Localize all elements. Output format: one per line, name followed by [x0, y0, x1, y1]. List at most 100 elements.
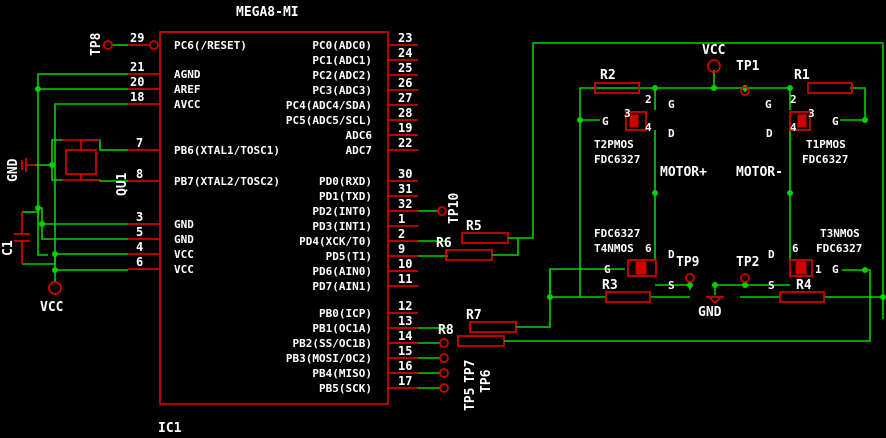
t1-name: T1PMOS: [806, 138, 846, 151]
transistor-t4: FDC6327 T4NMOS G 6 D S: [594, 227, 675, 292]
pin-label: VCC: [174, 263, 194, 276]
pin-num: 30: [398, 167, 412, 181]
t3-pin6: 6: [792, 242, 799, 255]
gnd-symbol-left: GND: [6, 158, 35, 182]
t2-value: FDC6327: [594, 153, 640, 166]
tp-point: [439, 383, 449, 393]
pin-label: PB4(MISO): [312, 367, 372, 380]
tp1-point: [740, 86, 750, 96]
pin-label: PD6(AIN0): [312, 265, 372, 278]
t3-pin1: 1: [815, 263, 822, 276]
pin-num: 6: [136, 255, 143, 269]
t1-g: G: [832, 115, 839, 128]
ic-right-pin-text: 23 PC0(ADC0) 24 PC1(ADC1) 25 PC2(ADC2) 2…: [286, 31, 413, 395]
pin-label: PB6(XTAL1/TOSC1): [174, 144, 280, 157]
pin-num: 16: [398, 359, 412, 373]
net-wire: [504, 269, 871, 342]
tp9-label: TP9: [676, 255, 699, 270]
pin-label: PB7(XTAL2/TOSC2): [174, 175, 280, 188]
pin-label: GND: [174, 218, 194, 231]
pin-num: 12: [398, 299, 412, 313]
pin-label: PC4(ADC4/SDA): [286, 99, 372, 112]
pin-label: PB0(ICP): [319, 307, 372, 320]
pin-num: 24: [398, 46, 412, 60]
resistor-r3: R3: [602, 278, 651, 303]
pin-label: PC6(/RESET): [174, 39, 247, 52]
pin-num: 9: [398, 242, 405, 256]
t1-value: FDC6327: [802, 153, 848, 166]
ic-body: [159, 31, 389, 405]
t4-d: D: [668, 248, 675, 261]
pin-label: AGND: [174, 68, 201, 81]
t3-name: T3NMOS: [820, 227, 860, 240]
tp7-label: TP7: [463, 360, 478, 383]
pin-num: 10: [398, 257, 412, 271]
vcc-symbol-top: VCC: [702, 43, 725, 73]
resistor-r4: R4: [779, 278, 825, 303]
pin-label: PD3(INT1): [312, 220, 372, 233]
pin-num: 20: [130, 75, 144, 89]
resistor-r7: R7: [466, 308, 517, 333]
pin-num: 18: [130, 90, 144, 104]
pin-num: 31: [398, 182, 412, 196]
tp8-label: TP8: [89, 32, 104, 56]
pin-num: 8: [136, 167, 143, 181]
tp6-label: TP6: [479, 369, 494, 393]
pin-label: AREF: [174, 83, 201, 96]
t4-name: T4NMOS: [594, 242, 634, 255]
pin-num: 17: [398, 374, 412, 388]
vcc-symbol-left: VCC: [40, 281, 63, 315]
resistor-r5: R5: [461, 219, 509, 244]
pin-label: PC2(ADC2): [312, 69, 372, 82]
tp8-testpoint: TP8: [89, 32, 113, 56]
tp1-label: TP1: [736, 59, 760, 74]
ic-name: IC1: [158, 421, 182, 436]
r4-label: R4: [796, 278, 812, 293]
t2-pin4: 4: [645, 121, 652, 134]
pin-label: PC3(ADC3): [312, 84, 372, 97]
pin-num: 3: [136, 210, 143, 224]
net-wire: [492, 238, 519, 256]
t4-g: G: [604, 263, 611, 276]
pin-num: 4: [136, 240, 143, 254]
resistor-r2: R2: [594, 68, 640, 94]
t1-pin3: 3: [808, 107, 815, 120]
pin-num: 28: [398, 106, 412, 120]
transistor-t2: G 3 2 4 G D T2PMOS FDC6327: [594, 93, 675, 166]
pin-label: PD4(XCK/T0): [299, 235, 372, 248]
t2-d: D: [668, 127, 675, 140]
pin-num: 22: [398, 136, 412, 150]
t4-pin6: 6: [645, 242, 652, 255]
left-junctions: [35, 86, 58, 273]
pin-label: PB5(SCK): [319, 382, 372, 395]
pin-num: 29: [130, 31, 144, 45]
ic-value: MEGA8-MI: [236, 5, 299, 20]
t3-value: FDC6327: [816, 242, 862, 255]
pin-label: PC1(ADC1): [312, 54, 372, 67]
pin-label: PD0(RXD): [319, 175, 372, 188]
tp2-label: TP2: [736, 255, 759, 270]
pin-num: 27: [398, 91, 412, 105]
motor-minus-label: MOTOR-: [736, 165, 783, 180]
tp10-point: [437, 206, 447, 216]
pin-label: PC5(ADC5/SCL): [286, 114, 372, 127]
pin-label: PC0(ADC0): [312, 39, 372, 52]
tp2-point: [740, 273, 750, 283]
r8-label: R8: [438, 323, 454, 338]
t2-pin2: 2: [645, 93, 652, 106]
pin-label: PB3(MOSI/OC2): [286, 352, 372, 365]
pin-label: PD7(AIN1): [312, 280, 372, 293]
pin-label: ADC7: [346, 144, 373, 157]
tp10-label: TP10: [447, 193, 462, 224]
gnd-left-label: GND: [6, 158, 21, 182]
tp-point: [439, 353, 449, 363]
pin-label: GND: [174, 233, 194, 246]
pin-num: 11: [398, 272, 412, 286]
gnd-bottom-label: GND: [698, 305, 722, 320]
t3-g: G: [832, 263, 839, 276]
qu1-label: QU1: [115, 172, 130, 196]
net-wire: [508, 42, 884, 319]
r2-label: R2: [600, 68, 616, 83]
t2-pin3: 3: [624, 107, 631, 120]
